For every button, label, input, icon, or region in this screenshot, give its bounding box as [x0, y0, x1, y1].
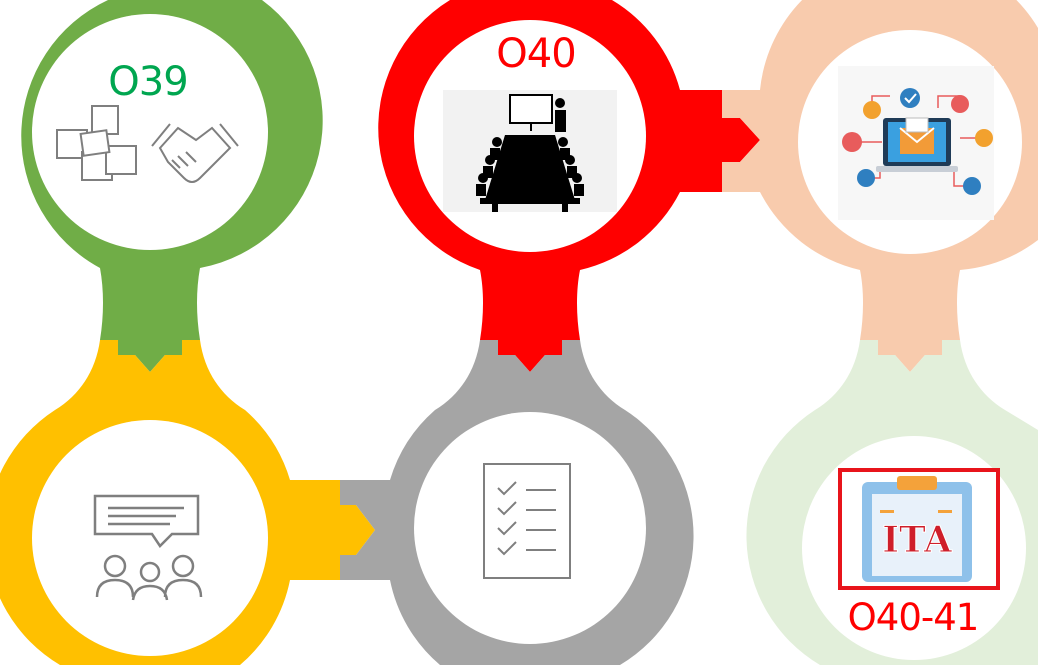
boardroom-meeting-icon — [443, 90, 617, 212]
ita-clipboard-icon: ITA — [838, 468, 1000, 590]
stage-checklist — [340, 340, 694, 665]
stage-discuss-inner — [32, 420, 268, 656]
laptop-email-network-icon — [838, 66, 994, 220]
stage-assess-label: O40-41 — [848, 596, 979, 639]
group-feedback-icon — [93, 494, 203, 601]
sticky-notes-handshake-icon — [56, 105, 239, 183]
stage-discuss — [0, 340, 375, 665]
stage-planning-label: O39 — [108, 59, 187, 105]
checklist-icon — [483, 463, 571, 579]
stage-planning — [21, 0, 323, 372]
stage-meeting-label: O40 — [496, 31, 575, 77]
stage-planning-inner — [32, 14, 268, 250]
ita-badge-text: ITA — [882, 519, 953, 561]
stage-checklist-inner — [414, 412, 646, 644]
